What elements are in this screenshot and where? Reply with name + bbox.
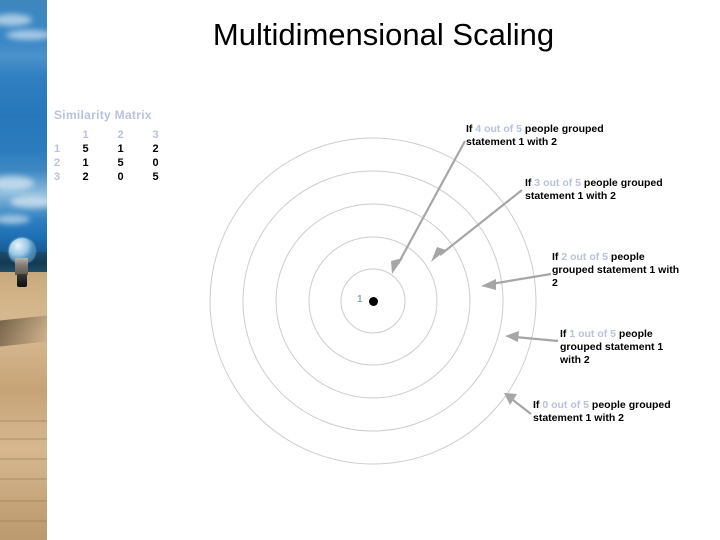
arrow-to-ring-5 xyxy=(504,393,532,415)
annotation-highlight: 1 out of 5 xyxy=(569,328,617,340)
lightbulb-base xyxy=(17,274,27,287)
arrow-to-ring-3 xyxy=(481,272,552,290)
annotation-suffix: people grouped statement 1 with 2 xyxy=(560,328,664,366)
cloud-shape xyxy=(0,176,34,190)
cloud-shape xyxy=(0,14,32,26)
center-point-label: 1 xyxy=(357,294,363,305)
annotation-suffix: people grouped statement 1 with 2 xyxy=(533,399,671,424)
annotation-2-out-of-5: If 2 out of 5 people grouped statement 1… xyxy=(552,251,682,290)
cloud-shape xyxy=(6,30,47,40)
arrow-head xyxy=(504,393,517,405)
matrix-cell: 2 xyxy=(152,143,159,155)
annotation-prefix: If xyxy=(533,399,543,411)
sand-ripple xyxy=(0,500,47,502)
matrix-cell: 5 xyxy=(82,143,89,155)
sand-ripple xyxy=(0,458,47,460)
annotation-prefix: If xyxy=(552,251,562,263)
matrix-cell: 5 xyxy=(117,157,124,169)
lightbulb-neck xyxy=(15,258,28,275)
arrow-line xyxy=(512,399,532,415)
matrix-col-header-3: 3 xyxy=(152,129,159,141)
matrix-header-row: 1 2 3 xyxy=(54,128,173,142)
sand-ripple xyxy=(0,478,47,480)
page-title: Multidimensional Scaling xyxy=(212,17,555,52)
arrow-line xyxy=(397,140,466,265)
annotation-highlight: 4 out of 5 xyxy=(475,123,523,135)
sand-ripple xyxy=(0,420,47,422)
similarity-matrix-table: 1 2 3 1 5 1 2 2 1 5 0 3 2 0 5 xyxy=(54,128,173,184)
annotation-highlight: 2 out of 5 xyxy=(561,251,609,263)
matrix-col-header-2: 2 xyxy=(117,129,124,141)
decorative-photo-strip xyxy=(0,0,47,540)
annotation-highlight: 0 out of 5 xyxy=(542,399,590,411)
matrix-row-header-2: 2 xyxy=(54,157,61,169)
matrix-row-header-3: 3 xyxy=(54,171,61,183)
matrix-cell: 1 xyxy=(82,157,89,169)
sand-ripple xyxy=(0,520,47,522)
annotation-highlight: 3 out of 5 xyxy=(534,177,582,189)
matrix-cell: 0 xyxy=(152,157,159,169)
arrow-head xyxy=(391,258,403,274)
arrow-to-ring-1 xyxy=(391,140,466,274)
annotation-suffix: people grouped statement 1 with 2 xyxy=(466,123,604,148)
arrow-head xyxy=(481,279,496,290)
matrix-row: 3 2 0 5 xyxy=(54,170,173,184)
annotation-prefix: If xyxy=(466,123,476,135)
matrix-row: 2 1 5 0 xyxy=(54,156,173,170)
arrow-line xyxy=(439,189,523,256)
annotation-suffix: people grouped statement 1 with 2 xyxy=(525,177,663,202)
cloud-shape xyxy=(0,215,30,224)
matrix-cell: 1 xyxy=(117,143,124,155)
arrow-line xyxy=(490,272,552,286)
cloud-shape xyxy=(10,196,47,208)
annotation-3-out-of-5: If 3 out of 5 people grouped statement 1… xyxy=(525,177,687,203)
matrix-row: 1 5 1 2 xyxy=(54,142,173,156)
annotation-suffix: people grouped statement 1 with 2 xyxy=(552,251,680,289)
matrix-row-header-1: 1 xyxy=(54,143,61,155)
object-shadow xyxy=(0,315,47,347)
similarity-matrix-block: Similarity Matrix 1 2 3 1 5 1 2 2 1 5 0 … xyxy=(54,108,173,184)
matrix-title: Similarity Matrix xyxy=(54,108,152,122)
annotation-1-out-of-5: If 1 out of 5 people grouped statement 1… xyxy=(560,328,686,367)
matrix-corner-cell xyxy=(54,128,68,142)
arrow-line xyxy=(514,335,559,343)
matrix-cell: 0 xyxy=(117,171,124,183)
arrow-to-ring-4 xyxy=(505,331,559,343)
arrow-head xyxy=(505,331,519,342)
arrow-to-ring-2 xyxy=(431,189,523,262)
matrix-col-header-1: 1 xyxy=(82,129,89,141)
annotation-4-out-of-5: If 4 out of 5 people grouped statement 1… xyxy=(466,123,638,149)
annotation-0-out-of-5: If 0 out of 5 people grouped statement 1… xyxy=(533,399,705,425)
arrow-head xyxy=(431,247,446,262)
center-point-dot xyxy=(369,297,378,306)
matrix-cell: 2 xyxy=(82,171,89,183)
matrix-cell: 5 xyxy=(152,171,159,183)
annotation-prefix: If xyxy=(525,177,535,189)
sand-ripple xyxy=(0,438,47,440)
annotation-prefix: If xyxy=(560,328,570,340)
